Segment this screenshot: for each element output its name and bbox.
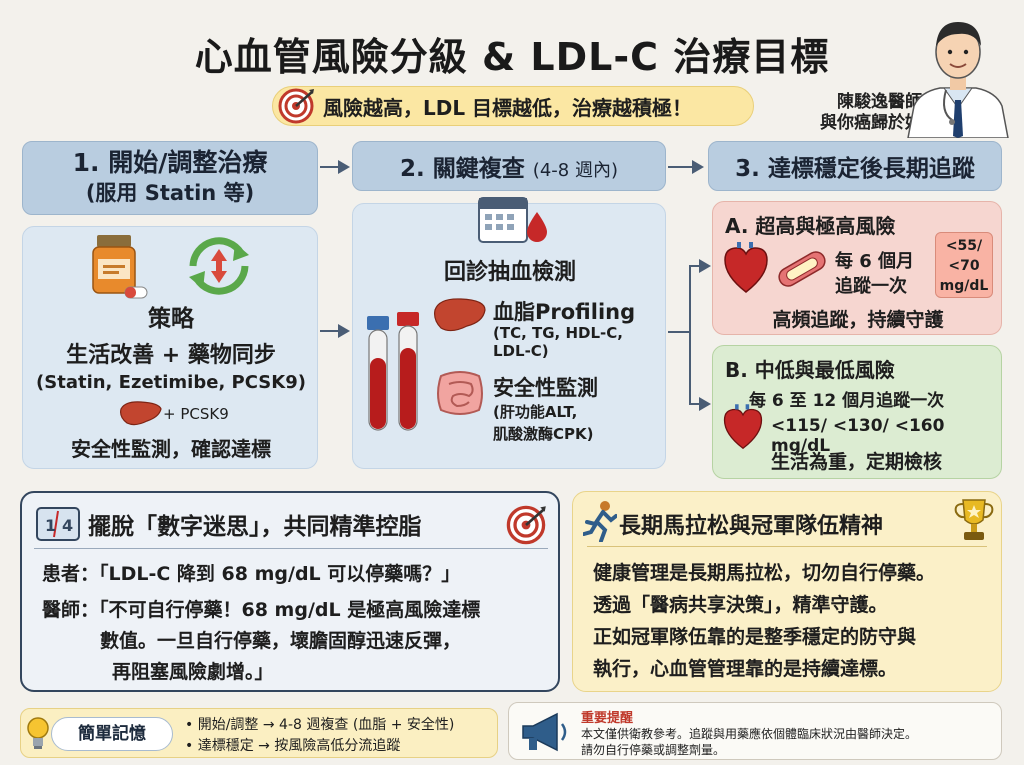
risk-high-panel: A. 超高與極高風險 每 6 個月 追蹤一次 <55/ <70 mg/dL 高頻… [712, 201, 1002, 335]
liver-icon [120, 401, 162, 426]
svg-text:1: 1 [45, 516, 56, 535]
step1-title: 1. 開始/調整治療 [72, 148, 268, 177]
blood-drop-icon [527, 212, 547, 242]
myth-title: 擺脫「數字迷思」，共同精準控脂 [88, 514, 422, 540]
profiling-title: 血脂Profiling [493, 300, 636, 324]
arrow-step2-step3-head [692, 160, 704, 174]
step2-title: 2. 關鍵複查 [400, 156, 525, 182]
myth-doctor-line1: 醫師：「不可自行停藥！68 mg/dL 是極高風險達標 [42, 599, 481, 621]
liver-icon [434, 298, 486, 332]
risk-high-target-line1: <55/ [945, 238, 983, 254]
marathon-title: 長期馬拉松與冠軍隊伍精神 [619, 514, 884, 539]
risk-high-target-line3: mg/dL [939, 278, 989, 294]
cycle-arrows-icon [189, 237, 249, 295]
risk-high-target-line2: <70 [948, 258, 980, 274]
megaphone-icon [522, 712, 567, 752]
strategy-combo: 生活改善 + 藥物同步 [66, 343, 276, 368]
risk-low-panel: B. 中低與最低風險 每 6 至 12 個月追蹤一次 <115/ <130/ <… [712, 345, 1002, 479]
step2-header: 2. 關鍵複查 (4-8 週內) [352, 141, 666, 191]
notice-box: 重要提醒 本文僅供衛教參考。追蹤與用藥應依個體臨床狀況由醫師決定。 請勿自行停藥… [508, 702, 1002, 760]
blood-tube-icon [367, 312, 419, 431]
branch-connector [668, 331, 690, 333]
myth-divider [34, 548, 548, 549]
risk-high-target: <55/ <70 mg/dL [935, 232, 993, 298]
artery-icon [778, 251, 826, 287]
notice-line1: 本文僅供衛教參考。追蹤與用藥應依個體臨床狀況由醫師決定。 [581, 727, 918, 741]
marathon-line: 透過「醫病共享決策」，精準守護。 [593, 594, 888, 616]
step3-header: 3. 達標穩定後長期追蹤 [708, 141, 1002, 191]
strategy-panel: 策略 生活改善 + 藥物同步 (Statin, Ezetimibe, PCSK9… [22, 226, 318, 469]
arrow-step2-step3 [668, 166, 694, 168]
notice-title: 重要提醒 [581, 711, 634, 726]
step1-sub: (服用 Statin 等) [85, 181, 255, 205]
step3-title: 3. 達標穩定後長期追蹤 [735, 156, 975, 182]
risk-low-title: B. 中低與最低風險 [725, 358, 895, 382]
risk-high-title: A. 超高與極高風險 [725, 214, 896, 238]
subtitle-text: 風險越高，LDL 目標越低，治療越積極！ [323, 95, 693, 120]
notice-line2: 請勿自行停藥或調整劑量。 [581, 743, 726, 757]
marathon-line: 健康管理是長期馬拉松，切勿自行停藥。 [593, 562, 936, 584]
risk-high-freq-line1: 每 6 個月 [835, 251, 915, 272]
lightbulb-icon [27, 717, 49, 749]
memo-item: • 達標穩定 → 按風險高低分流追蹤 [185, 738, 401, 754]
branch-to-b [689, 403, 701, 405]
trophy-icon [954, 499, 994, 540]
strategy-safety: 安全性監測，確認達標 [71, 437, 271, 461]
step1-header: 1. 開始/調整治療 (服用 Statin 等) [22, 141, 318, 215]
risk-low-target: <115/ <130/ <160 mg/dL [771, 416, 945, 456]
myth-card: 1 4 擺脫「數字迷思」，共同精準控脂 患者：「LDL-C 降到 68 mg/d… [20, 491, 560, 692]
page-title: 心血管風險分級 & LDL-C 治療目標 [194, 35, 830, 79]
risk-high-freq-line2: 追蹤一次 [835, 276, 907, 297]
myth-doctor-line2: 數值。一旦自行停藥，壞膽固醇迅速反彈， [100, 630, 462, 652]
doctor-name-line2: 與你癌歸於好 [820, 113, 922, 133]
target-icon [278, 88, 314, 124]
arrow-step1-step2-head [338, 160, 350, 174]
branch-to-a-head [699, 259, 711, 273]
revisit-label: 回診抽血檢測 [443, 260, 576, 285]
branch-to-a [689, 265, 701, 267]
marathon-line: 執行，心血管管理靠的是持續達標。 [593, 658, 898, 680]
profiling-items: (TC, TG, HDL-C, LDL-C) [493, 324, 623, 360]
calendar-icon [478, 197, 547, 243]
target-icon [506, 505, 546, 545]
subtitle-banner: 風險越高，LDL 目標越低，治療越積極！ [272, 86, 754, 126]
arrow-panel1-panel2 [320, 330, 340, 332]
pcsk9-label: + PCSK9 [163, 405, 229, 423]
marathon-card: 長期馬拉松與冠軍隊伍精神 健康管理是長期馬拉松，切勿自行停藥。 透過「醫病共享決… [572, 491, 1002, 692]
svg-text:4: 4 [62, 516, 73, 535]
memo-item: • 開始/調整 → 4-8 週複查 (血脂 + 安全性) [185, 717, 455, 733]
recheck-panel: 回診抽血檢測 血脂Profiling (TC, TG, HDL-C, LDL-C… [352, 197, 666, 469]
strategy-label: 策略 [148, 306, 194, 332]
arrow-step1-step2 [320, 166, 340, 168]
strategy-drugs: (Statin, Ezetimibe, PCSK9) [36, 372, 306, 393]
doctor-name: 陳駿逸醫師 與你癌歸於好 [772, 92, 922, 134]
branch-vertical [689, 265, 691, 403]
memo-box: 簡單記憶 • 開始/調整 → 4-8 週複查 (血脂 + 安全性) • 達標穩定… [20, 708, 498, 758]
risk-high-summary: 高頻追蹤，持續守護 [772, 309, 944, 331]
risk-low-summary: 生活為重，定期檢核 [771, 451, 943, 473]
step2-sub: (4-8 週內) [532, 160, 618, 181]
heart-icon [723, 404, 763, 450]
marathon-divider [587, 546, 987, 547]
risk-low-freq: 每 6 至 12 個月追蹤一次 [749, 391, 945, 411]
heart-icon [724, 242, 768, 293]
doctor-avatar [907, 22, 1009, 138]
pill-bottle-icon [92, 235, 148, 299]
runner-icon [583, 501, 617, 542]
safety-monitor-title: 安全性監測 [493, 376, 598, 400]
myth-doctor-line3: 再阻塞風險劇增。」 [112, 661, 274, 683]
branch-to-b-head [699, 397, 711, 411]
myth-patient-quote: 患者：「LDL-C 降到 68 mg/dL 可以停藥嗎？」 [42, 563, 461, 585]
memo-label: 簡單記憶 [51, 717, 173, 751]
intestine-icon [437, 371, 483, 415]
number-board-icon: 1 4 [36, 507, 80, 541]
safety-monitor-line2: 肌酸激酶CPK) [493, 425, 594, 443]
arrow-panel1-panel2-head [338, 324, 350, 338]
doctor-name-line1: 陳駿逸醫師 [837, 92, 922, 112]
marathon-line: 正如冠軍隊伍靠的是整季穩定的防守與 [593, 626, 917, 648]
safety-monitor-line1: (肝功能ALT, [493, 403, 578, 421]
